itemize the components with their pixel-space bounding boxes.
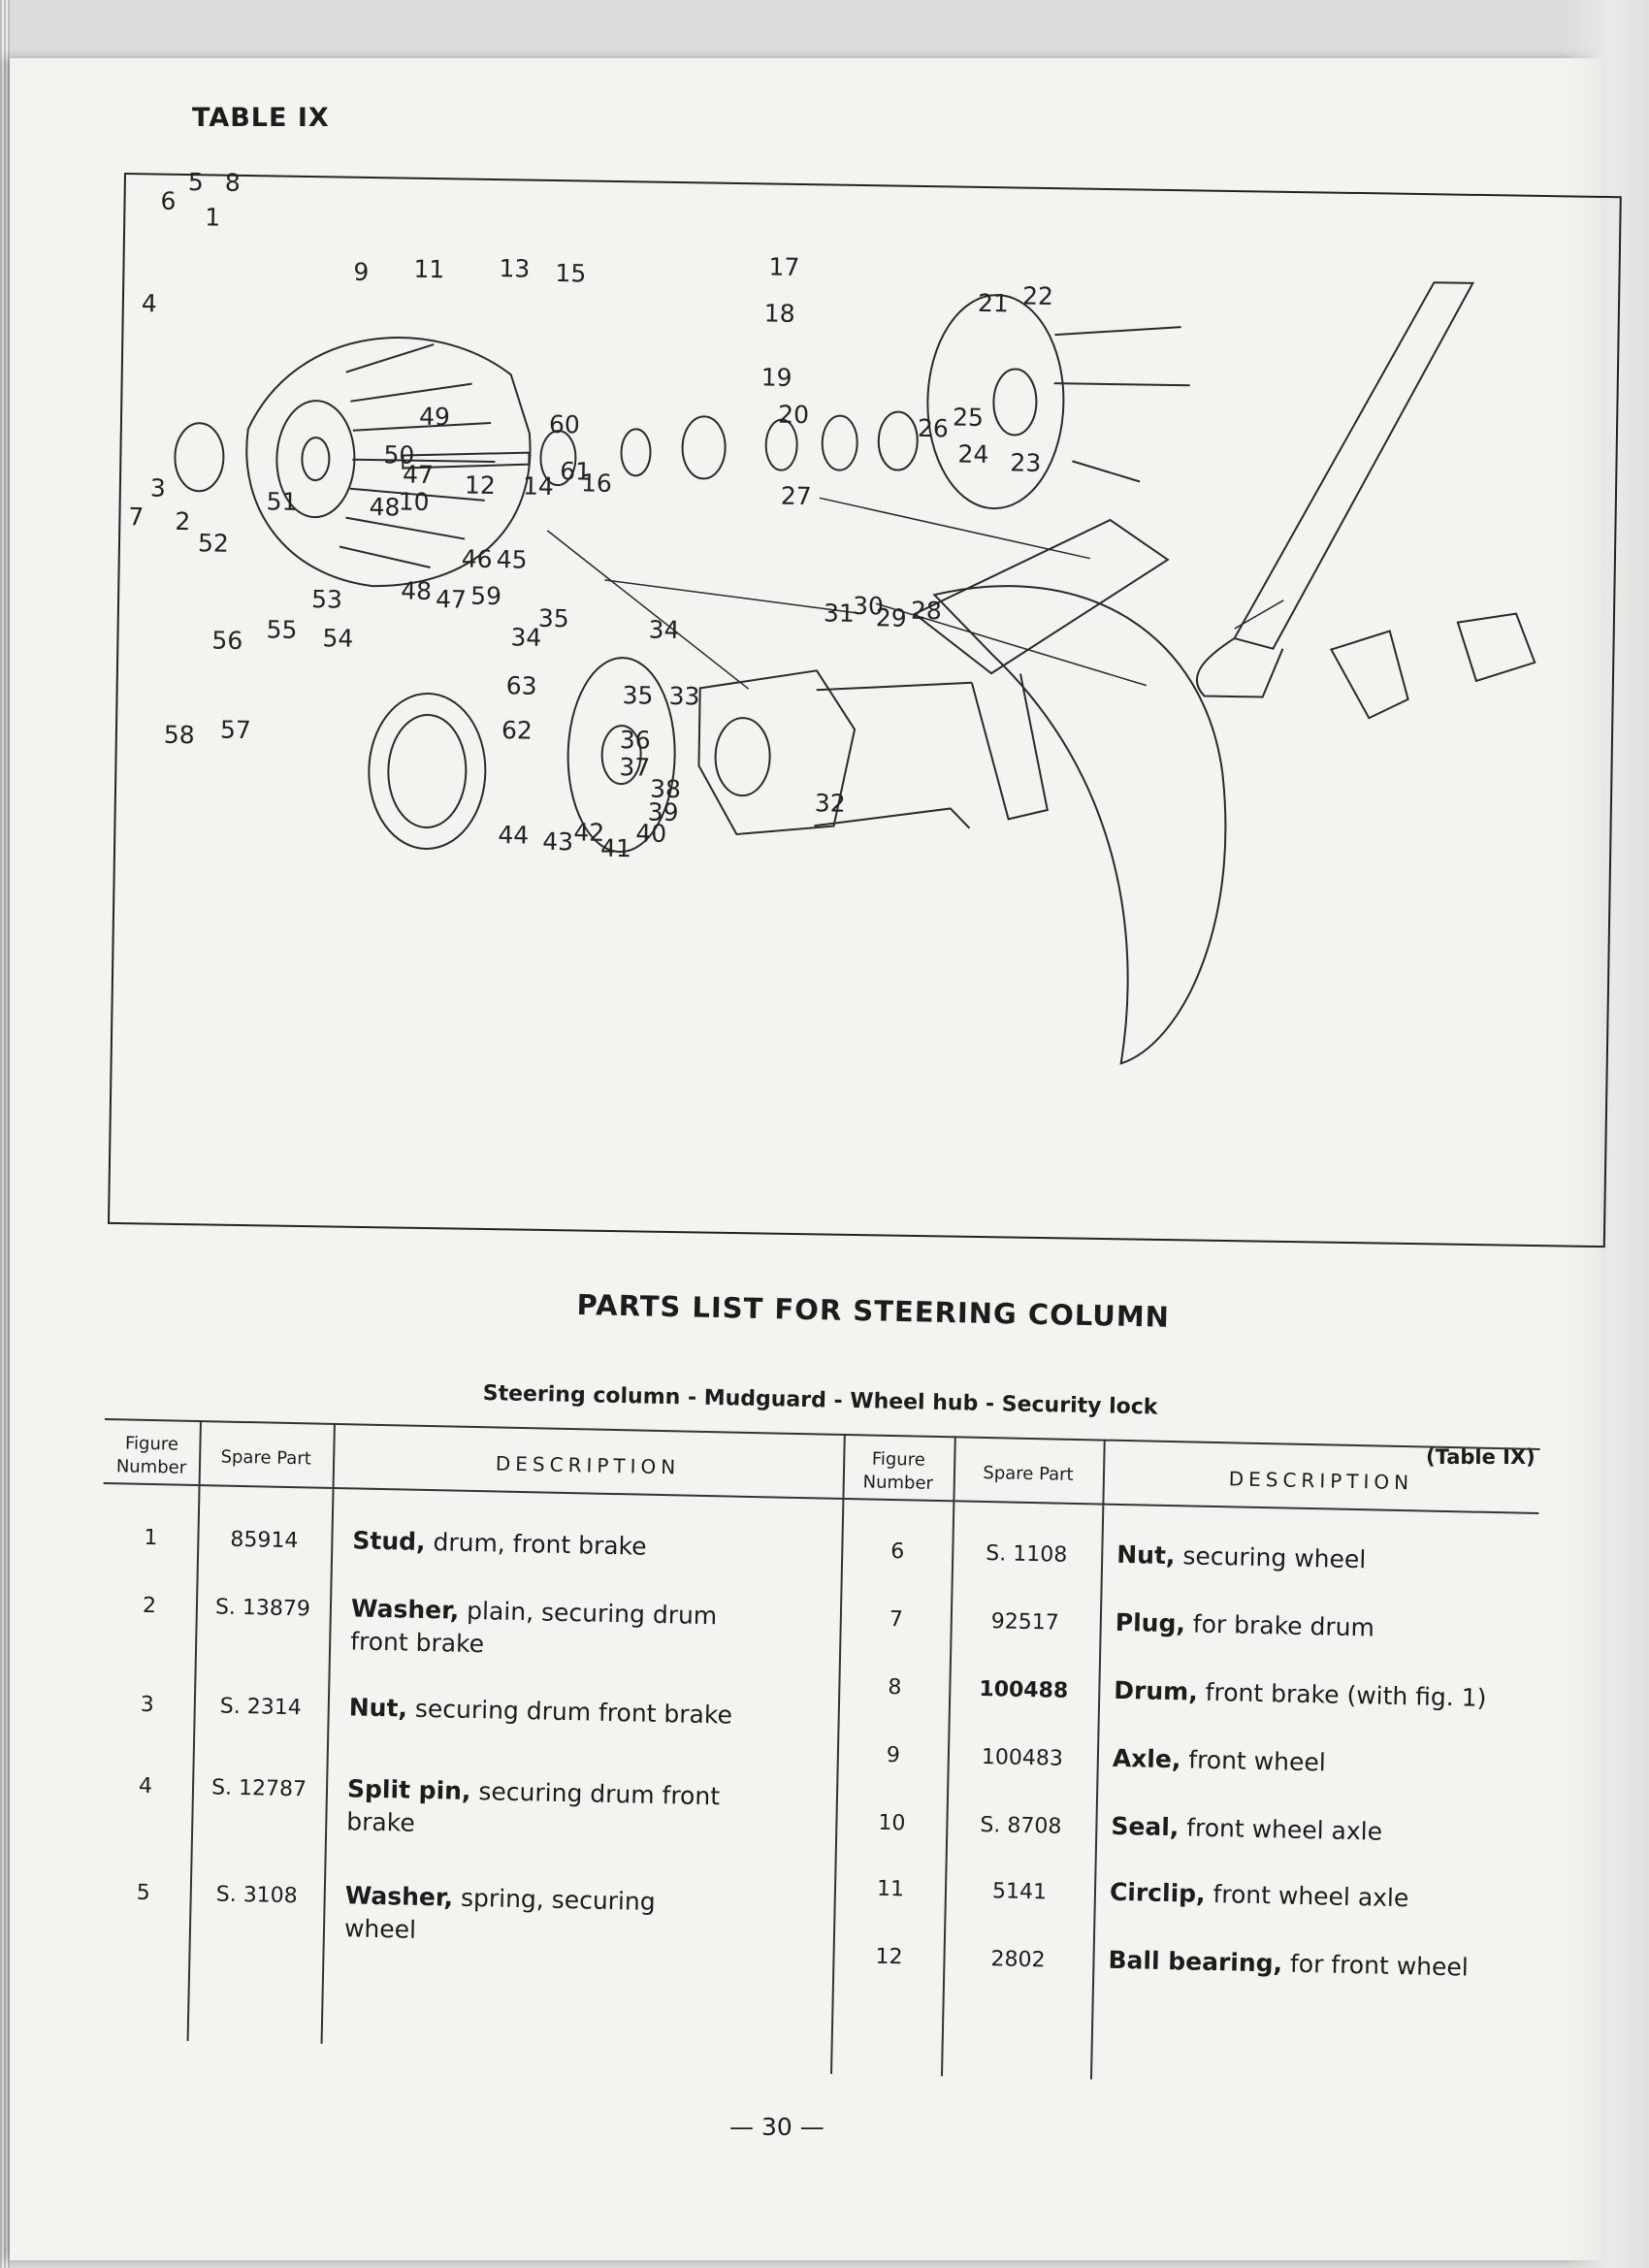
callout-23: 23 bbox=[1010, 448, 1042, 477]
exploded-diagram: 6 5 8 1 4 3 7 2 9 10 11 12 13 14 15 16 1… bbox=[107, 168, 1622, 1248]
callout-59: 59 bbox=[469, 581, 502, 611]
page-curl-shadow bbox=[1562, 0, 1649, 2268]
callout-47-lower: 47 bbox=[435, 585, 468, 614]
callout-4: 4 bbox=[141, 289, 158, 318]
callout-36: 36 bbox=[619, 726, 651, 755]
callout-15: 15 bbox=[555, 258, 587, 288]
col-rule bbox=[186, 1420, 202, 2041]
manual-page bbox=[10, 58, 1600, 2260]
brake-plate-drawing bbox=[368, 657, 676, 854]
col-rule bbox=[320, 1422, 336, 2044]
callout-35-upper: 35 bbox=[537, 603, 569, 633]
parts-table: Figure Number Spare Part DESCRIPTION Fig… bbox=[91, 1418, 1540, 2108]
callout-42: 42 bbox=[573, 818, 605, 847]
callout-28: 28 bbox=[910, 596, 943, 626]
callout-12: 12 bbox=[464, 470, 497, 501]
callout-10: 10 bbox=[398, 487, 430, 516]
callout-22: 22 bbox=[1021, 281, 1054, 311]
callout-40: 40 bbox=[635, 819, 667, 848]
callout-17: 17 bbox=[768, 252, 800, 281]
callout-27: 27 bbox=[780, 481, 812, 511]
callout-2: 2 bbox=[175, 506, 191, 536]
hub-body-drawing bbox=[697, 669, 972, 836]
header-figure-number: Figure Number bbox=[862, 1448, 934, 1494]
table-label: TABLE IX bbox=[192, 103, 330, 133]
callout-44: 44 bbox=[498, 821, 530, 850]
mudguard-drawing bbox=[932, 585, 1227, 1065]
callout-51: 51 bbox=[266, 487, 298, 516]
callout-46: 46 bbox=[461, 544, 493, 574]
callout-5: 5 bbox=[187, 168, 204, 197]
callout-57: 57 bbox=[219, 715, 252, 745]
header-description: DESCRIPTION bbox=[495, 1451, 681, 1479]
callout-25: 25 bbox=[952, 403, 985, 432]
callout-48-lower: 48 bbox=[401, 576, 433, 606]
callout-33: 33 bbox=[668, 681, 700, 711]
callout-56: 56 bbox=[211, 626, 243, 655]
col-rule bbox=[940, 1436, 956, 2077]
callout-61: 61 bbox=[559, 457, 592, 486]
callout-62: 62 bbox=[501, 716, 534, 745]
callout-49: 49 bbox=[418, 402, 451, 432]
callout-8: 8 bbox=[224, 168, 241, 197]
callout-18: 18 bbox=[763, 299, 795, 328]
header-spare-part: Spare Part bbox=[220, 1446, 311, 1470]
hub-flange-drawing bbox=[926, 294, 1190, 510]
callout-21: 21 bbox=[977, 288, 1010, 318]
callout-14: 14 bbox=[522, 471, 555, 501]
callout-45: 45 bbox=[496, 545, 528, 574]
callout-19: 19 bbox=[760, 363, 792, 392]
security-lock-drawing bbox=[1329, 612, 1536, 720]
callout-24: 24 bbox=[957, 439, 989, 470]
callout-37: 37 bbox=[619, 753, 651, 782]
callout-32: 32 bbox=[814, 789, 846, 818]
callout-55: 55 bbox=[266, 615, 298, 644]
axle-drawing bbox=[402, 410, 919, 487]
steering-tube-drawing bbox=[1195, 281, 1475, 698]
callout-30: 30 bbox=[852, 591, 885, 621]
callout-26: 26 bbox=[917, 413, 950, 443]
callout-6: 6 bbox=[160, 186, 177, 215]
callout-13: 13 bbox=[499, 254, 531, 283]
callout-50: 50 bbox=[383, 440, 415, 470]
callout-9: 9 bbox=[353, 257, 370, 286]
callout-48-upper: 48 bbox=[369, 493, 401, 522]
callout-11: 11 bbox=[413, 254, 445, 284]
callout-60: 60 bbox=[548, 409, 581, 439]
callout-41: 41 bbox=[599, 833, 632, 863]
callout-52: 52 bbox=[197, 529, 230, 558]
exploded-diagram-drawing bbox=[174, 281, 1536, 1065]
callout-53: 53 bbox=[310, 585, 343, 614]
callout-63: 63 bbox=[505, 671, 537, 700]
callout-1: 1 bbox=[205, 203, 221, 232]
header-description: DESCRIPTION bbox=[1228, 1467, 1414, 1495]
col-rule bbox=[1089, 1439, 1106, 2080]
callout-35-lower: 35 bbox=[622, 681, 654, 710]
callout-20: 20 bbox=[777, 400, 810, 430]
book-page-edge bbox=[0, 0, 10, 2268]
col-rule bbox=[830, 1433, 846, 2074]
brake-drum-drawing bbox=[174, 337, 532, 588]
callout-7: 7 bbox=[128, 502, 145, 532]
fork-arm-drawing bbox=[913, 518, 1170, 821]
page-number: — 30 — bbox=[729, 2113, 824, 2141]
callout-3: 3 bbox=[149, 473, 167, 502]
leader-lines bbox=[546, 497, 1284, 690]
header-spare-part: Spare Part bbox=[983, 1462, 1074, 1485]
callout-31: 31 bbox=[823, 599, 855, 628]
header-figure-number: Figure Number bbox=[115, 1433, 187, 1478]
callout-58: 58 bbox=[163, 720, 195, 750]
callout-34-right: 34 bbox=[648, 615, 680, 645]
callout-54: 54 bbox=[322, 624, 354, 653]
callout-43: 43 bbox=[541, 826, 574, 857]
